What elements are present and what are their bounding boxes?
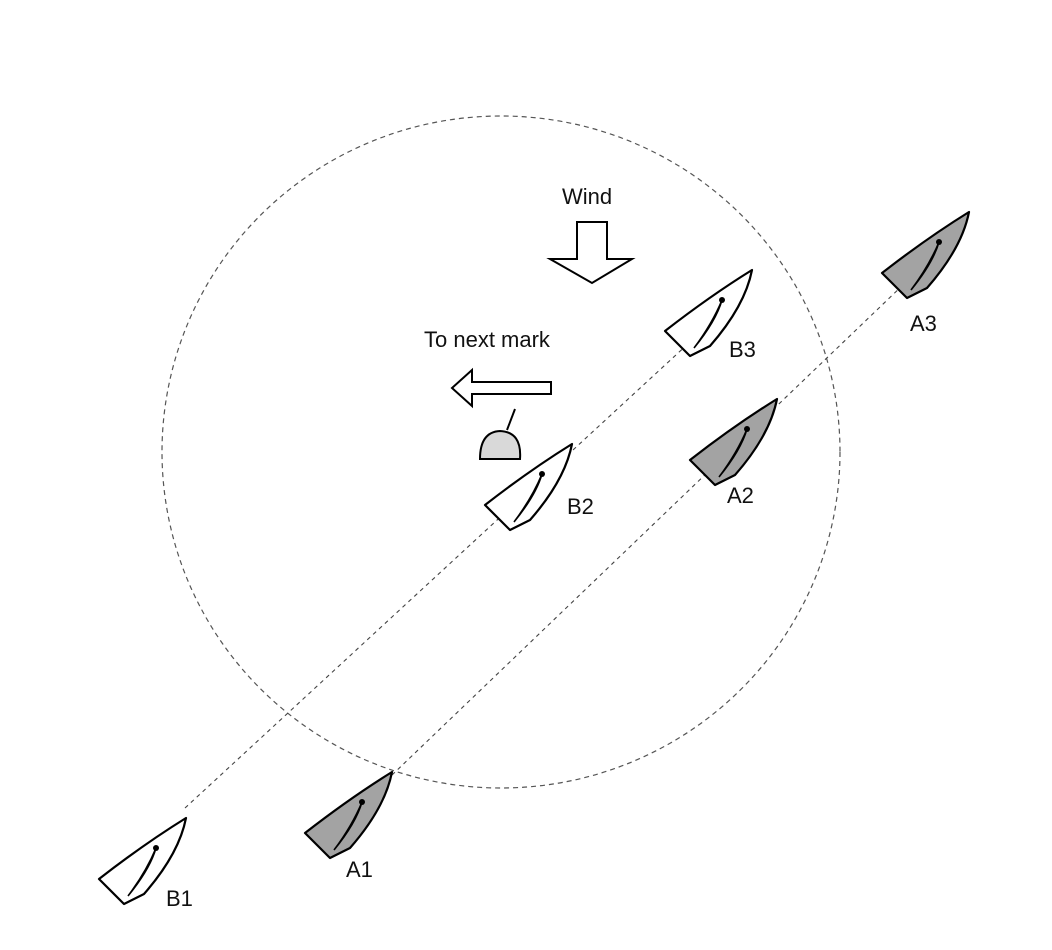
- mark-buoy-body: [478, 429, 522, 460]
- boat-b3-hull: [663, 268, 754, 358]
- boat-b3-label: B3: [729, 337, 756, 362]
- track-a: [391, 282, 906, 776]
- boat-b1: [97, 816, 188, 906]
- track-b: [184, 341, 691, 809]
- boat-a2-label: A2: [727, 483, 754, 508]
- mark-buoy-icon: [478, 408, 522, 460]
- boat-b1-hull: [97, 816, 188, 906]
- boat-b3: [663, 268, 754, 358]
- boat-a2-hull: [688, 397, 779, 487]
- boat-a1: [303, 770, 394, 860]
- boat-a3-label: A3: [910, 311, 937, 336]
- boat-a3-hull: [880, 210, 971, 300]
- boat-a1-hull: [303, 770, 394, 860]
- wind-arrow-icon: [546, 221, 636, 285]
- boat-a2: [688, 397, 779, 487]
- boat-b2-label: B2: [567, 494, 594, 519]
- boat-b1-label: B1: [166, 886, 193, 911]
- boat-a1-label: A1: [346, 857, 373, 882]
- boat-b2: [483, 442, 574, 532]
- mark-zone-circle: [161, 115, 841, 789]
- next-mark-label: To next mark: [424, 327, 551, 352]
- boat-b2-hull: [483, 442, 574, 532]
- wind-label: Wind: [562, 184, 612, 209]
- next-mark-arrow-icon: [450, 367, 552, 409]
- boat-a3: [880, 210, 971, 300]
